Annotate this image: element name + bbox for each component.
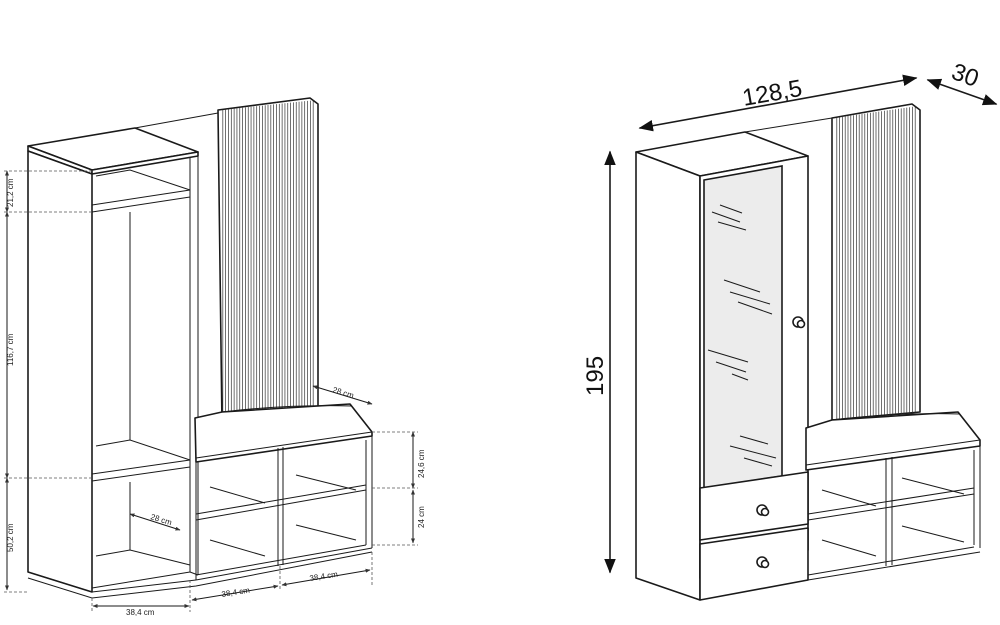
dim-lower-cubby-height: 24 cm	[417, 506, 426, 528]
left-dimension-lines	[4, 170, 418, 612]
mirror-reflection-lines	[707, 204, 777, 467]
door-knob	[792, 316, 806, 329]
left-view: 21,2 cm 116,7 cm 50,2 cm 28 cm 28 cm 24,…	[4, 97, 426, 617]
dim-height: 195	[582, 356, 609, 396]
dim-width-middle: 38,4 cm	[221, 586, 251, 599]
left-slat-panel	[217, 97, 319, 426]
right-bench-cabinet	[805, 411, 981, 581]
right-slat-panel	[831, 103, 921, 421]
right-tall-cabinet	[635, 131, 809, 601]
dim-depth: 30	[948, 58, 982, 93]
dim-width-left: 38,4 cm	[126, 608, 155, 617]
dim-width-right: 38,4 cm	[309, 570, 339, 583]
left-bench-cabinet	[194, 403, 373, 581]
right-dimension-lines	[604, 74, 998, 574]
dim-hanging-height: 116,7 cm	[6, 333, 15, 366]
lower-drawer-knob	[756, 556, 770, 569]
dim-top-shelf-height: 21,2 cm	[6, 178, 15, 207]
dim-upper-cubby-height: 24,6 cm	[417, 449, 426, 478]
mirror-door	[703, 165, 783, 489]
left-wardrobe-column	[27, 127, 199, 593]
dim-bench-depth: 28 cm	[331, 385, 355, 400]
upper-drawer	[699, 471, 809, 541]
right-view: 195 128,5 30	[582, 58, 998, 601]
dim-inner-depth: 28 cm	[149, 512, 173, 527]
dim-width: 128,5	[740, 75, 804, 112]
dim-bottom-height: 50,2 cm	[6, 523, 15, 552]
upper-drawer-knob	[756, 504, 770, 517]
